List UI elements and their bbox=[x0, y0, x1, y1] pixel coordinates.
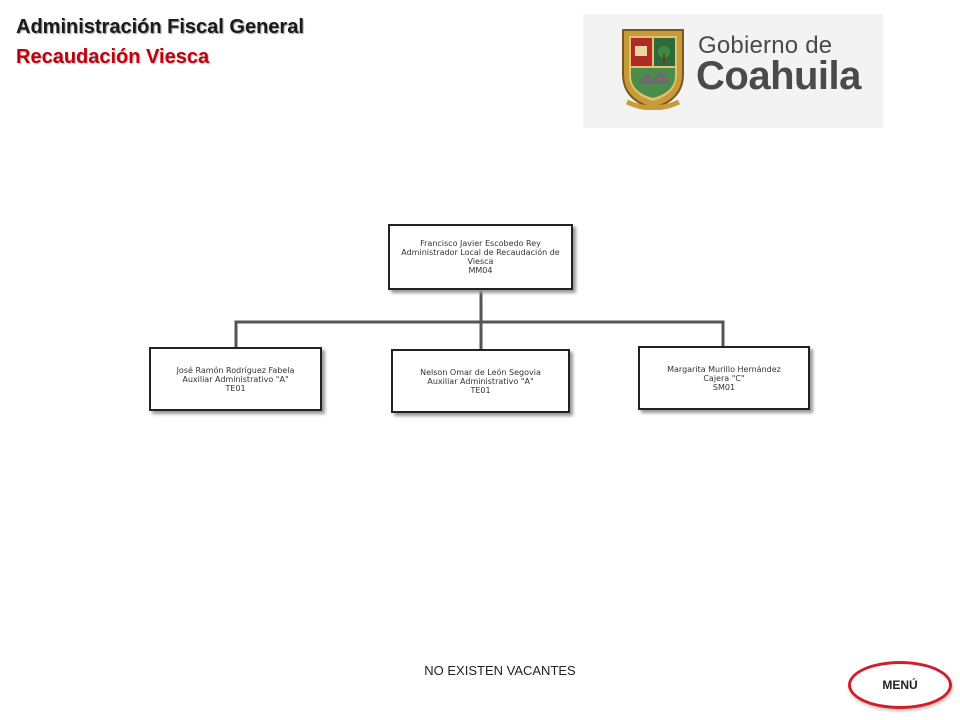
node-position: Auxiliar Administrativo "A" bbox=[427, 376, 534, 386]
node-name: José Ramón Rodríguez Fabela bbox=[176, 365, 295, 375]
node-code: MM04 bbox=[468, 266, 493, 275]
org-node-child-3: Margarita Murillo Hernández Cajera "C" S… bbox=[638, 346, 810, 410]
coat-of-arms-icon bbox=[622, 29, 684, 110]
node-name: Margarita Murillo Hernández bbox=[667, 364, 781, 374]
node-code: TE01 bbox=[470, 385, 491, 395]
node-code: SM01 bbox=[712, 382, 736, 392]
node-name: Francisco Javier Escobedo Rey bbox=[420, 239, 541, 248]
page-subtitle: Recaudación Viesca bbox=[16, 46, 210, 68]
node-code: TE01 bbox=[225, 383, 246, 393]
org-node-child-1: José Ramón Rodríguez Fabela Auxiliar Adm… bbox=[149, 347, 322, 411]
node-position: Administrador Local de Recaudación de Vi… bbox=[401, 248, 560, 266]
org-node-child-2: Nelson Omar de León Segovia Auxiliar Adm… bbox=[391, 349, 570, 413]
node-position: Cajera "C" bbox=[703, 373, 745, 383]
org-node-root: Francisco Javier Escobedo Rey Administra… bbox=[388, 224, 573, 290]
menu-button[interactable]: MENÚ bbox=[848, 661, 952, 709]
node-position: Auxiliar Administrativo "A" bbox=[182, 374, 289, 384]
government-logo: Gobierno de Coahuila bbox=[583, 14, 883, 128]
page-title: Administración Fiscal General bbox=[16, 16, 304, 38]
logo-line-2: Coahuila bbox=[696, 54, 861, 98]
node-name: Nelson Omar de León Segovia bbox=[420, 367, 541, 377]
logo-line-1: Gobierno de bbox=[698, 32, 833, 59]
vacancies-note: NO EXISTEN VACANTES bbox=[424, 663, 576, 678]
